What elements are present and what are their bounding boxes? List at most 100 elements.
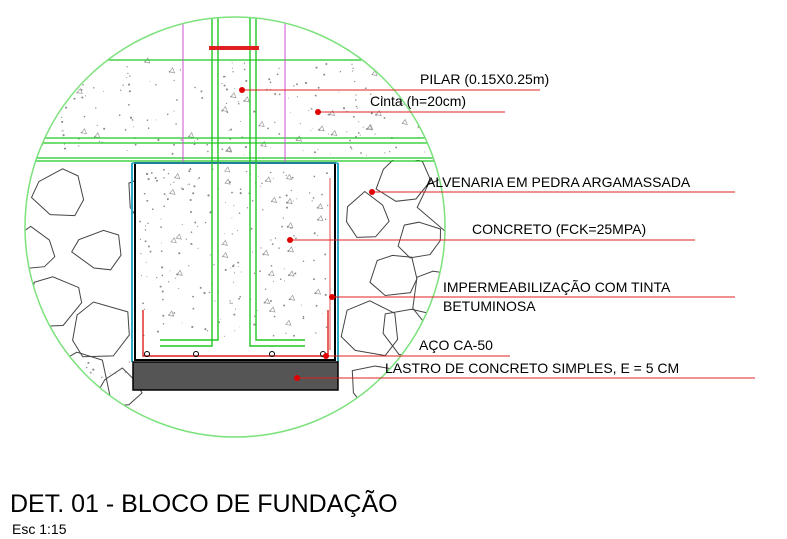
- speckle: [82, 386, 84, 388]
- speckle: [239, 192, 242, 195]
- speckle: [151, 208, 154, 211]
- pilar-stirrup-top: [209, 46, 259, 50]
- speckle: [203, 291, 206, 295]
- speckle: [312, 127, 314, 129]
- speckle: [157, 138, 160, 141]
- speckle: [327, 204, 329, 207]
- speckle: [103, 127, 106, 130]
- speckle: [129, 75, 131, 77]
- speckle: [165, 195, 167, 197]
- speckle: [256, 309, 258, 311]
- aggregate: [265, 176, 272, 183]
- speckle: [264, 288, 267, 290]
- speckle: [364, 87, 367, 90]
- speckle: [274, 93, 277, 95]
- speckle: [170, 183, 172, 185]
- speckle: [327, 113, 330, 116]
- speckle: [77, 78, 80, 80]
- speckle: [26, 135, 28, 137]
- speckle: [167, 172, 170, 175]
- speckle: [144, 240, 147, 243]
- speckle: [62, 130, 64, 132]
- stone: [369, 254, 418, 297]
- speckle: [226, 111, 229, 114]
- aggregate: [436, 113, 444, 120]
- speckle: [232, 67, 233, 69]
- speckle: [234, 308, 237, 310]
- speckle: [315, 304, 318, 307]
- speckle: [383, 117, 386, 119]
- aggregate: [170, 237, 177, 244]
- lastro-concreto: [132, 361, 339, 391]
- aggregate: [168, 310, 175, 317]
- speckle: [239, 326, 241, 328]
- speckle: [128, 83, 131, 86]
- speckle: [197, 247, 199, 249]
- speckle: [231, 191, 233, 194]
- label-cinta: Cinta (h=20cm): [370, 93, 466, 109]
- speckle: [166, 198, 169, 201]
- speckle: [234, 272, 236, 274]
- speckle: [66, 80, 69, 83]
- speckle: [172, 315, 174, 317]
- speckle: [274, 121, 276, 124]
- speckle: [351, 63, 353, 65]
- speckle: [293, 200, 294, 202]
- speckle: [237, 261, 240, 264]
- speckle: [254, 315, 256, 317]
- speckle: [311, 108, 313, 110]
- aggregate: [329, 109, 336, 116]
- drawing-title: DET. 01 - BLOCO DE FUNDAÇÃO: [10, 489, 398, 518]
- speckle: [162, 298, 164, 301]
- stone: [345, 190, 390, 238]
- stone: [412, 270, 445, 331]
- dot-concreto: [287, 237, 293, 243]
- speckle: [77, 62, 80, 65]
- aggregate: [73, 68, 80, 75]
- aggregate: [221, 105, 229, 113]
- speckle: [253, 272, 256, 274]
- aggregate: [176, 269, 183, 276]
- speckle: [429, 124, 431, 125]
- speckle: [146, 199, 149, 202]
- speckle: [185, 238, 187, 240]
- drawing-scale: Esc 1:15: [12, 521, 67, 537]
- speckle: [200, 90, 203, 93]
- speckle: [194, 221, 197, 224]
- stone: [29, 276, 83, 327]
- speckle: [190, 231, 193, 233]
- speckle: [250, 227, 253, 230]
- speckle: [232, 71, 234, 73]
- speckle: [459, 63, 460, 64]
- speckle: [310, 130, 312, 132]
- speckle: [65, 62, 67, 65]
- speckle: [356, 107, 358, 109]
- speckle: [212, 168, 214, 170]
- speckle: [51, 61, 54, 64]
- aggregate: [81, 376, 88, 383]
- speckle: [155, 119, 157, 121]
- aggregate: [175, 233, 182, 240]
- speckle: [313, 232, 316, 235]
- speckle: [126, 77, 128, 79]
- speckle: [261, 182, 263, 185]
- dot-alvenaria: [369, 189, 375, 195]
- speckle: [268, 78, 271, 81]
- speckle: [181, 322, 183, 324]
- speckle: [192, 295, 195, 298]
- speckle: [374, 133, 376, 135]
- speckle: [144, 229, 147, 231]
- speckle: [128, 104, 130, 106]
- speckle: [128, 90, 131, 93]
- speckle: [231, 62, 233, 64]
- speckle: [146, 276, 148, 278]
- speckle: [204, 328, 207, 331]
- speckle: [181, 223, 183, 225]
- speckle: [279, 278, 282, 281]
- dot-lastro: [294, 375, 300, 381]
- speckle: [352, 67, 354, 69]
- speckle: [66, 76, 68, 78]
- speckle: [65, 66, 68, 69]
- speckle: [207, 194, 210, 197]
